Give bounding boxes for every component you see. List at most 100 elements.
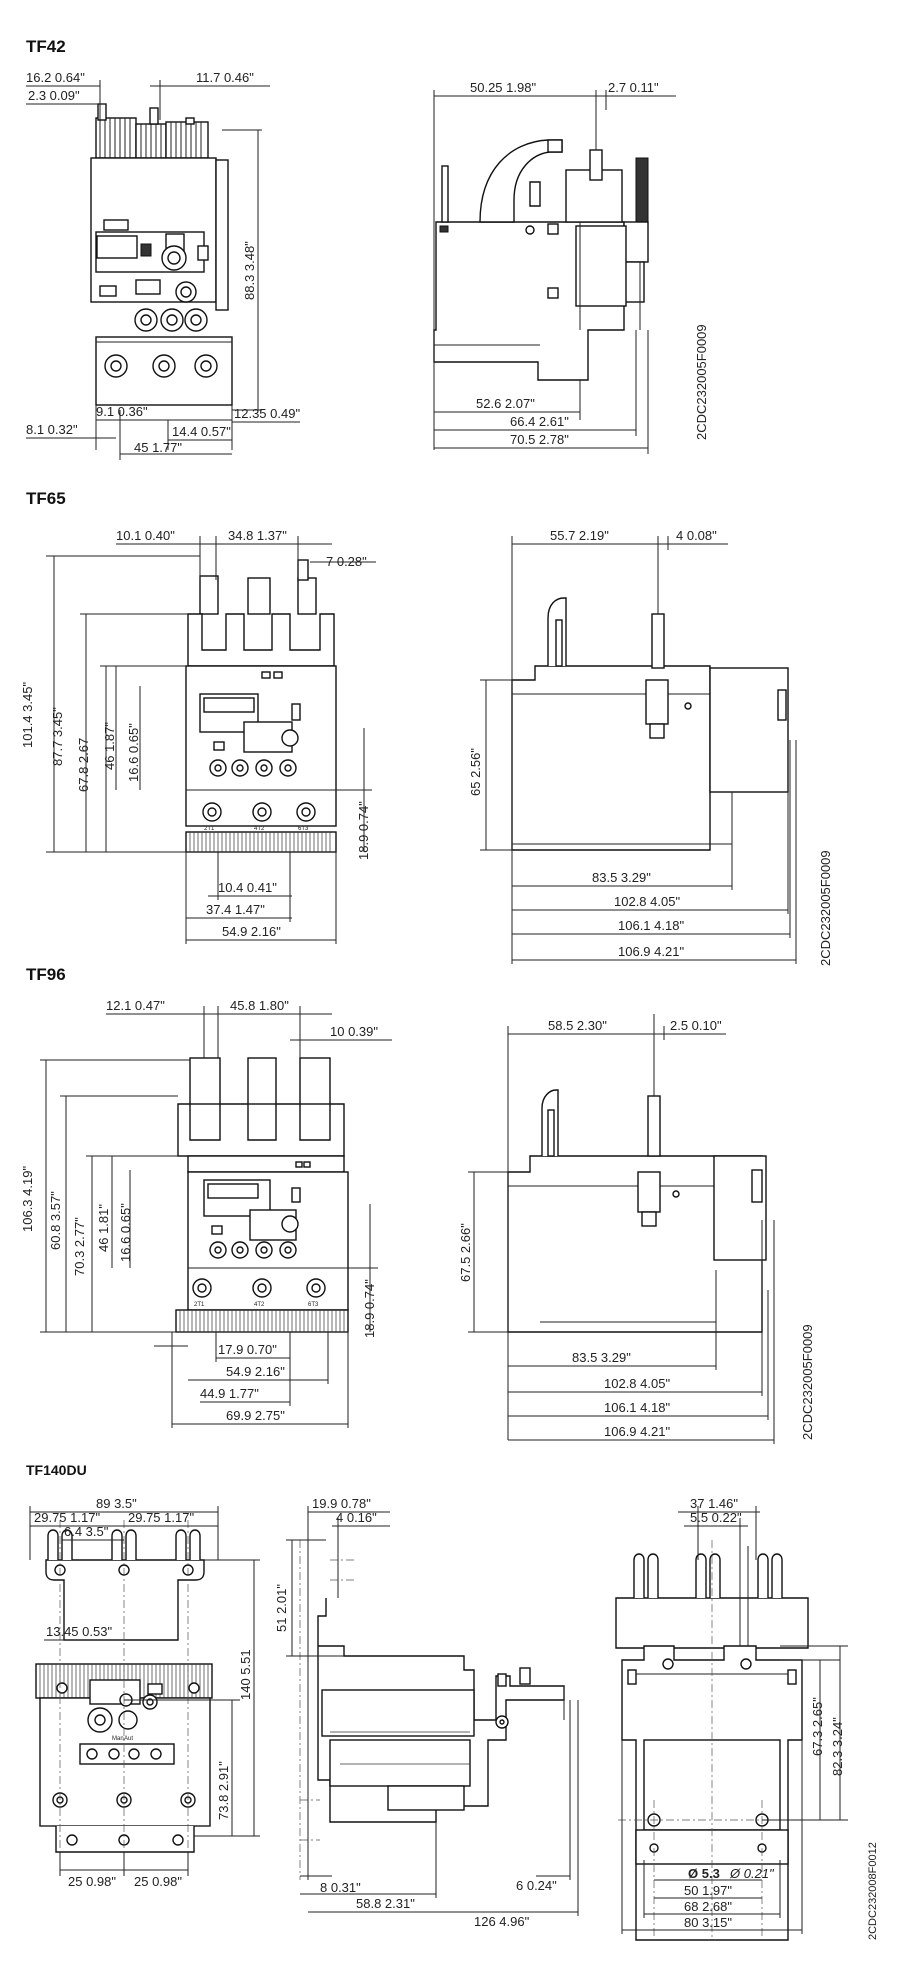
tf140du-dim: 58.8 2.31"	[356, 1896, 415, 1911]
tf42-dim: 12.35 0.49"	[234, 406, 300, 421]
tf42-section: TF42	[26, 37, 709, 460]
tf96-dim: 18.9 0.74"	[362, 1279, 377, 1338]
tf65-section: TF65 2T1 4T2 6T3 1	[20, 489, 833, 966]
tf65-dim: 16.6 0.65"	[126, 723, 141, 782]
tf65-dim: 4 0.08"	[676, 528, 717, 543]
tf65-dim: 37.4 1.47"	[206, 902, 265, 917]
tf140du-dim: 89 3.5"	[96, 1496, 137, 1511]
terminal-label: 2T1	[204, 826, 215, 832]
tf42-dim: 9.1 0.36"	[96, 404, 148, 419]
switch-label-man: Man	[112, 1736, 124, 1742]
terminal-label: 6T3	[298, 826, 309, 832]
tf96-dim: 70.3 2.77"	[72, 1217, 87, 1276]
tf140du-dim: 13.45 0.53"	[46, 1624, 112, 1639]
tf140du-dim: 29.75 1.17"	[128, 1510, 194, 1525]
tf42-dim: 11.7 0.46"	[196, 70, 254, 85]
tf65-dim: 10.4 0.41"	[218, 880, 277, 895]
tf65-dim: 54.9 2.16"	[222, 924, 281, 939]
tf96-dim: 60.8 3.57"	[48, 1191, 63, 1250]
tf42-side-view	[433, 110, 649, 381]
tf42-dim: 14.4 0.57"	[172, 424, 231, 439]
tf65-dim: 7 0.28"	[326, 554, 367, 569]
tf140du-dim: 80 3.15"	[684, 1915, 732, 1930]
tf96-dim: 54.9 2.16"	[226, 1364, 285, 1379]
tf96-dim: 83.5 3.29"	[572, 1350, 631, 1365]
tf96-dim: 2.5 0.10"	[670, 1018, 722, 1033]
tf140du-dim: 29.75 1.17"	[34, 1510, 100, 1525]
tf140du-dim: 73.8 2.91"	[216, 1761, 231, 1820]
tf140du-dim: 126 4.96"	[474, 1914, 530, 1929]
tf140du-dim: 6.4 3.5"	[64, 1524, 109, 1539]
tf140du-dim: 68 2.68"	[684, 1899, 732, 1914]
tf65-dim: 55.7 2.19"	[550, 528, 609, 543]
tf140du-dim: 25 0.98"	[68, 1874, 116, 1889]
tf140du-dim: 50 1.97"	[684, 1883, 732, 1898]
tf42-dim: 70.5 2.78"	[510, 432, 569, 447]
tf96-dim: 17.9 0.70"	[218, 1342, 277, 1357]
tf42-title: TF42	[26, 37, 66, 56]
tf140du-dim: 37 1.46"	[690, 1496, 738, 1511]
tf65-dim: 65 2.56"	[468, 748, 483, 796]
tf96-section: TF96 2T1 4T2 6T3	[20, 965, 815, 1444]
switch-label-aut: Aut	[124, 1736, 133, 1742]
tf65-drawing-code: 2CDC232005F0009	[818, 850, 833, 966]
tf96-dim: 45.8 1.80"	[230, 998, 289, 1013]
tf96-dim: 69.9 2.75"	[226, 1408, 285, 1423]
tf65-dim: 46 1.87"	[102, 722, 117, 770]
tf42-dim: 2.3 0.09"	[28, 88, 80, 103]
tf96-dim: 46 1.81"	[96, 1204, 111, 1252]
tf140du-section: TF140DU Man Aut	[26, 1462, 879, 1941]
tf65-front-view: 2T1 4T2 6T3	[185, 559, 337, 853]
tf140du-dim: Ø 0.21"	[729, 1866, 775, 1881]
tf65-side-view	[511, 540, 791, 851]
tf140du-dim: 8 0.31"	[320, 1880, 361, 1895]
tf42-dim: 88.3 3.48"	[242, 241, 257, 300]
terminal-label: 4T2	[254, 826, 265, 832]
tf42-drawing-code: 2CDC232005F0009	[694, 324, 709, 440]
terminal-label: 4T2	[254, 1302, 265, 1308]
tf140du-drawing-code: 2CDC232008F0012	[867, 1842, 879, 1940]
tf140du-dim: 51 2.01"	[274, 1584, 289, 1632]
tf140du-dim: 140 5.51	[238, 1649, 253, 1700]
tf140du-dim: 19.9 0.78"	[312, 1496, 371, 1511]
tf65-dim: 83.5 3.29"	[592, 870, 651, 885]
terminal-label: 6T3	[308, 1302, 319, 1308]
tf96-dim: 102.8 4.05"	[604, 1376, 670, 1391]
terminal-label: 2T1	[194, 1302, 205, 1308]
tf96-dim: 106.9 4.21"	[604, 1424, 670, 1439]
tf140du-dim: 67.3 2.65"	[810, 1697, 825, 1756]
tf42-dim: 52.6 2.07"	[476, 396, 535, 411]
tf96-front-view: 2T1 4T2 6T3	[154, 1057, 349, 1347]
tf96-drawing-code: 2CDC232005F0009	[800, 1324, 815, 1440]
tf96-dim: 58.5 2.30"	[548, 1018, 607, 1033]
tf140du-front-view: Man Aut	[35, 1520, 213, 1860]
tf96-dim: 44.9 1.77"	[200, 1386, 259, 1401]
tf140du-dim: 6 0.24"	[516, 1878, 557, 1893]
tf65-dim: 34.8 1.37"	[228, 528, 287, 543]
tf96-dim: 106.1 4.18"	[604, 1400, 670, 1415]
tf42-dim: 8.1 0.32"	[26, 422, 78, 437]
tf65-dim: 10.1 0.40"	[116, 528, 175, 543]
tf96-dim: 67.5 2.66"	[458, 1223, 473, 1282]
tf65-dim: 106.9 4.21"	[618, 944, 684, 959]
tf42-dim: 2.7 0.11"	[608, 80, 659, 95]
tf140du-dim: Ø 5.3	[688, 1866, 720, 1881]
tf96-dim: 12.1 0.47"	[106, 998, 165, 1013]
tf42-dim: 66.4 2.61"	[510, 414, 569, 429]
tf140du-dim: 5.5 0.22"	[690, 1510, 742, 1525]
tf42-front-view	[90, 103, 233, 406]
tf140du-dim: 4 0.16"	[336, 1510, 377, 1525]
tf42-dim: 45 1.77"	[134, 440, 182, 455]
tf42-dim: 50.25 1.98"	[470, 80, 536, 95]
tf65-dim: 67.8 2.67	[76, 738, 91, 792]
tf42-dim: 16.2 0.64"	[26, 70, 85, 85]
tf96-dim: 16.6 0.65"	[118, 1203, 133, 1262]
tf65-title: TF65	[26, 489, 66, 508]
tf65-dim: 101.4 3.45"	[20, 682, 35, 748]
tf65-dim: 102.8 4.05"	[614, 894, 680, 909]
tf140du-title: TF140DU	[26, 1462, 87, 1478]
tf65-dim: 18.9 0.74"	[356, 801, 371, 860]
tf65-dim: 106.1 4.18"	[618, 918, 684, 933]
tf96-dim: 10 0.39"	[330, 1024, 378, 1039]
